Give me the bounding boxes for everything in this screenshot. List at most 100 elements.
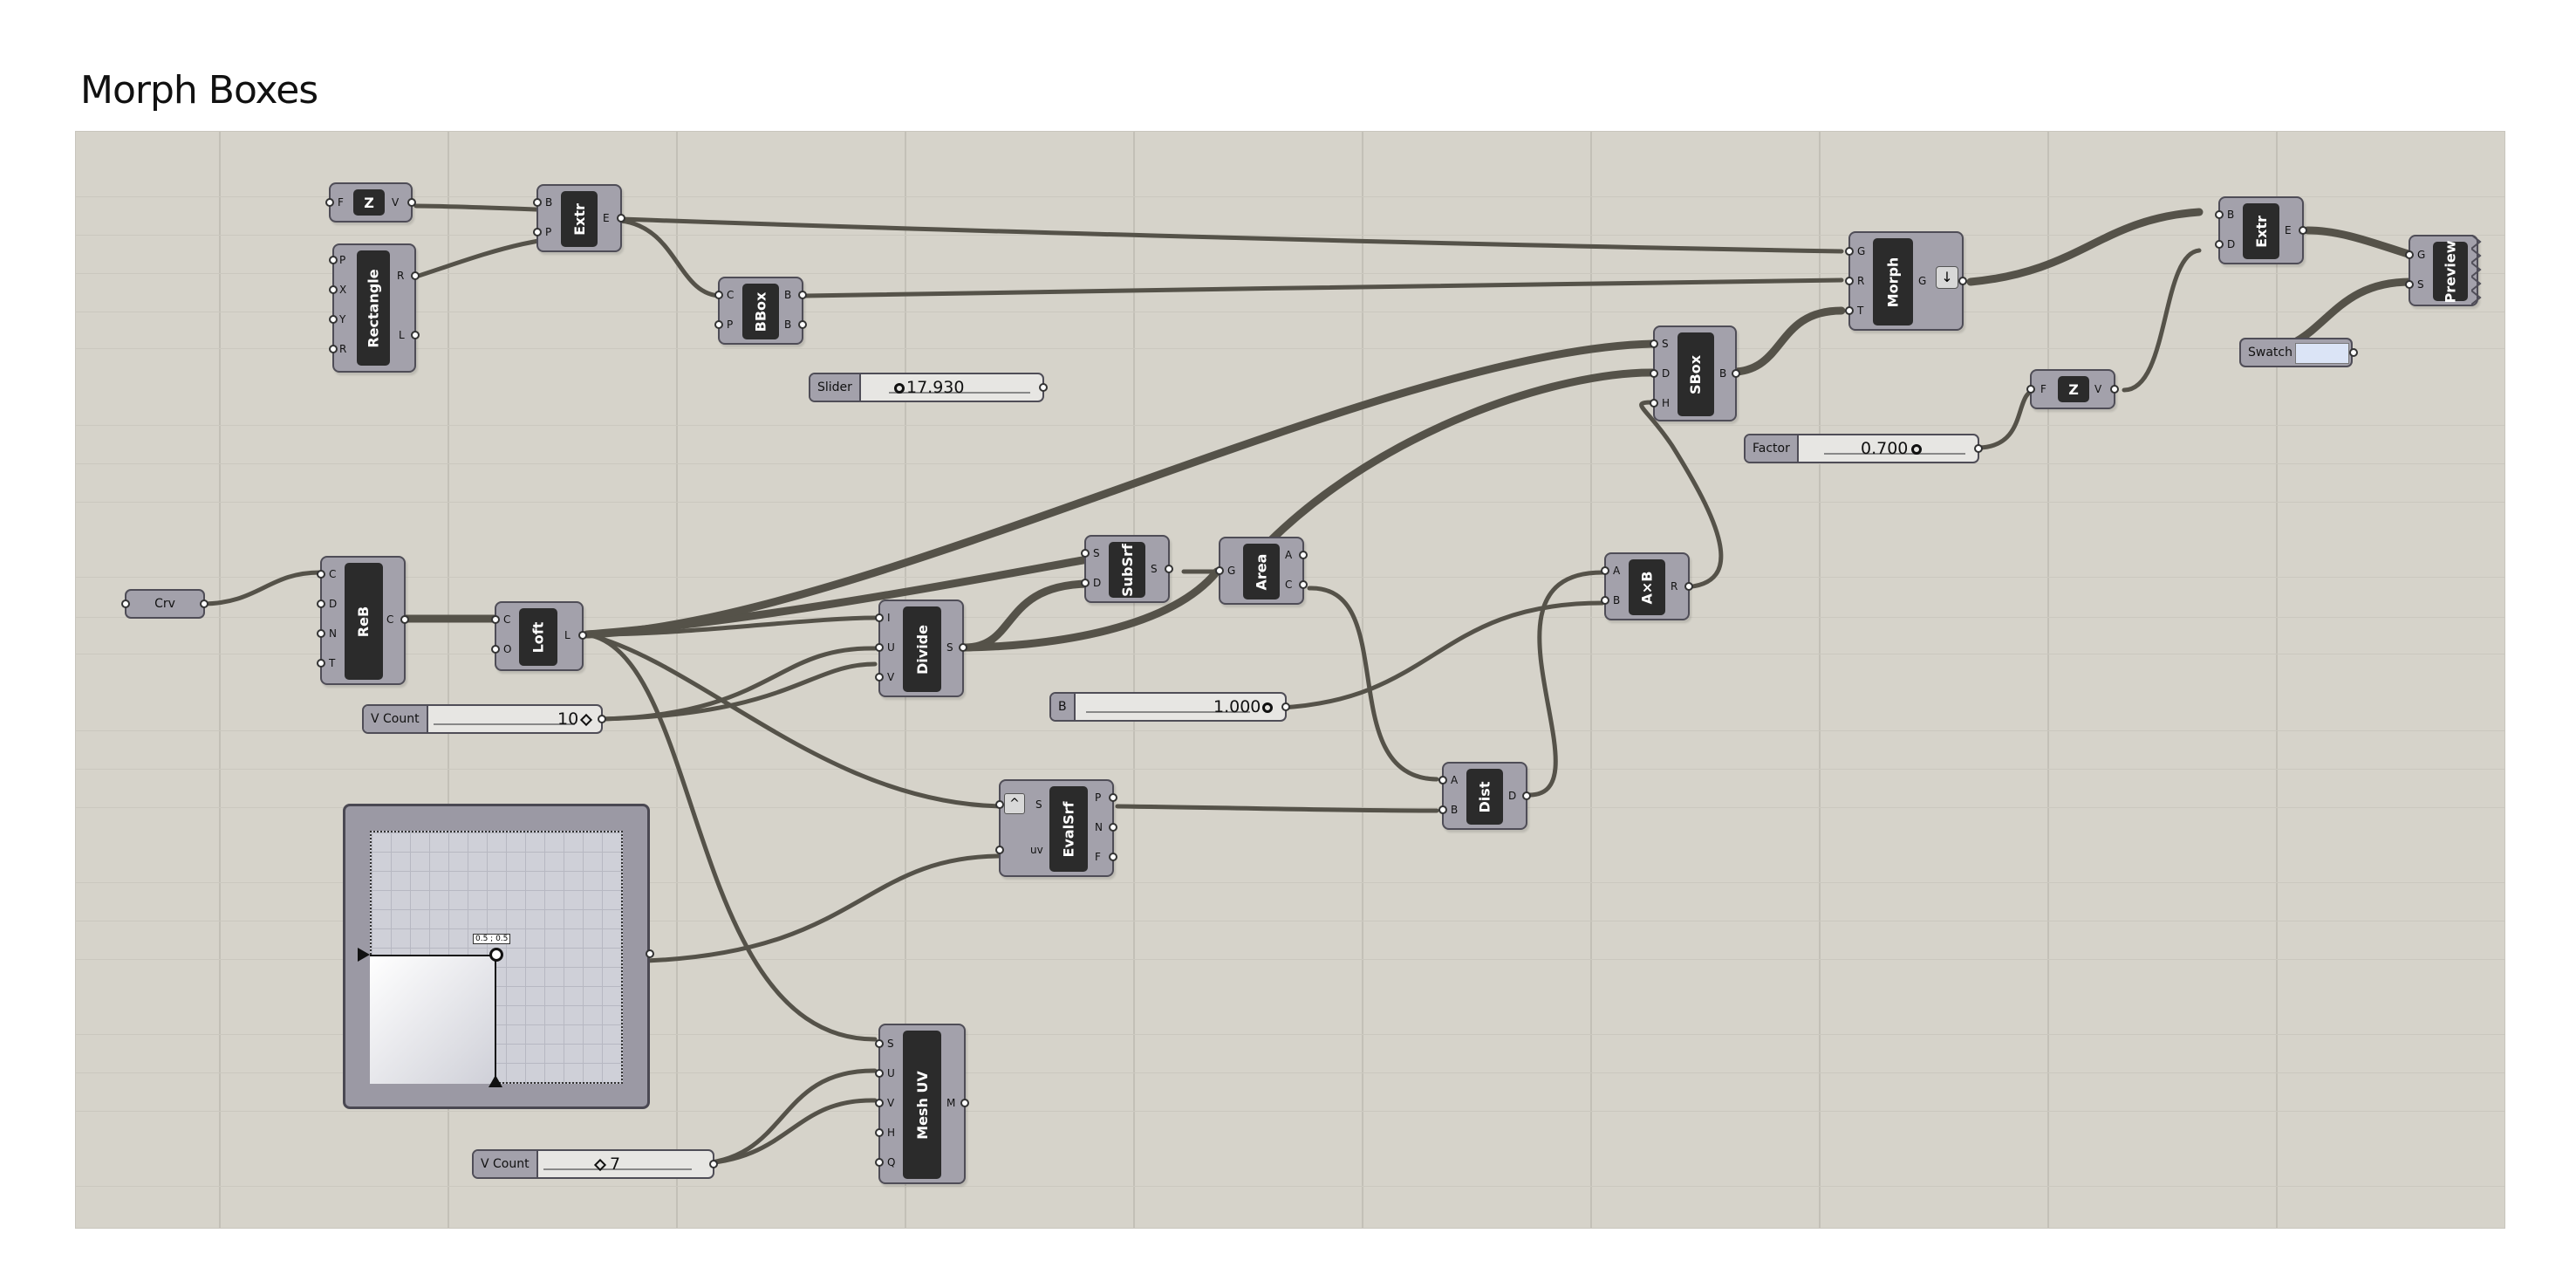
output-port[interactable] — [959, 643, 967, 652]
output-port[interactable] — [1974, 444, 1983, 453]
crv-param[interactable]: Crv — [121, 589, 208, 619]
input-port[interactable] — [317, 659, 325, 668]
output-port[interactable] — [1039, 383, 1048, 392]
component-subsrf[interactable]: SubSrf S D S — [1081, 535, 1173, 603]
input-port[interactable] — [2215, 210, 2224, 219]
component-z[interactable]: Z F V — [325, 182, 416, 223]
component-morph[interactable]: Morph G R T ↓ G — [1845, 231, 1967, 331]
output-port[interactable] — [1522, 791, 1531, 800]
output-port[interactable] — [1684, 582, 1693, 591]
caret-up-icon[interactable]: ^ — [1004, 793, 1025, 814]
slider-grip[interactable] — [1262, 702, 1273, 713]
input-port[interactable] — [1650, 399, 1658, 408]
input-port[interactable] — [329, 345, 338, 353]
output-port[interactable] — [411, 271, 420, 280]
component-mesh-uv[interactable]: Mesh UV S U V H Q M — [875, 1024, 969, 1184]
output-port[interactable] — [598, 715, 606, 723]
input-port[interactable] — [325, 198, 334, 207]
input-port[interactable] — [317, 629, 325, 638]
slider-grip[interactable] — [579, 713, 593, 727]
input-port[interactable] — [317, 599, 325, 608]
output-port[interactable] — [2299, 226, 2307, 235]
output-port[interactable] — [1109, 853, 1117, 861]
input-port[interactable] — [1438, 805, 1447, 814]
input-port[interactable] — [1845, 306, 1854, 315]
number-slider[interactable]: Factor 0.700 — [1744, 434, 1983, 463]
output-port[interactable] — [400, 615, 409, 624]
component-preview[interactable]: Preview G S — [2405, 235, 2482, 306]
output-port[interactable] — [578, 631, 587, 640]
component-extr[interactable]: Extr B D E — [2215, 196, 2307, 264]
md-slider[interactable]: 0.5 ; 0.5 — [343, 804, 654, 1109]
input-port[interactable] — [875, 613, 884, 622]
component-axb[interactable]: A×B A B R — [1601, 552, 1693, 620]
component-extr[interactable]: Extr B P E — [533, 184, 625, 252]
output-port[interactable] — [1109, 823, 1117, 832]
output-port[interactable] — [411, 331, 420, 339]
input-port[interactable] — [1650, 369, 1658, 378]
output-port[interactable] — [1958, 277, 1967, 285]
output-port[interactable] — [407, 198, 416, 207]
input-port[interactable] — [995, 800, 1004, 809]
input-port[interactable] — [2405, 280, 2414, 289]
arrow-down-icon[interactable]: ↓ — [1936, 266, 1958, 289]
input-port[interactable] — [329, 256, 338, 264]
input-port[interactable] — [714, 320, 723, 329]
input-port[interactable] — [1081, 579, 1090, 587]
output-port[interactable] — [1299, 551, 1308, 559]
component-divide[interactable]: Divide I U V S — [875, 599, 967, 697]
input-port[interactable] — [875, 1128, 884, 1137]
input-port[interactable] — [875, 643, 884, 652]
output-port[interactable] — [798, 320, 807, 329]
canvas[interactable]: Z F V Rectangle P X Y R R L Extr B P E B… — [75, 131, 2505, 1229]
output-port[interactable] — [617, 214, 625, 223]
output-port[interactable] — [1299, 580, 1308, 589]
number-slider[interactable]: V Count 10 — [362, 704, 606, 734]
input-port[interactable] — [329, 315, 338, 324]
output-port[interactable] — [960, 1099, 969, 1107]
component-z[interactable]: Z F V — [2026, 369, 2119, 409]
input-port[interactable] — [875, 1158, 884, 1167]
output-port[interactable] — [709, 1160, 718, 1168]
input-port[interactable] — [1438, 776, 1447, 784]
output-port[interactable] — [2110, 385, 2119, 394]
input-port[interactable] — [995, 846, 1004, 854]
input-port[interactable] — [2215, 240, 2224, 249]
input-port[interactable] — [875, 1039, 884, 1048]
input-port[interactable] — [875, 1099, 884, 1107]
number-slider[interactable]: B 1.000 — [1049, 692, 1290, 722]
input-port[interactable] — [491, 645, 500, 654]
input-port[interactable] — [2026, 385, 2035, 394]
component-sbox[interactable]: SBox S D H B — [1650, 325, 1740, 421]
component-rectangle[interactable]: Rectangle P X Y R R L — [329, 243, 420, 373]
slider-grip[interactable] — [894, 383, 905, 394]
input-port[interactable] — [2405, 250, 2414, 259]
input-port[interactable] — [875, 1069, 884, 1078]
component-loft[interactable]: Loft C O L — [491, 601, 587, 671]
input-port[interactable] — [1650, 339, 1658, 348]
input-port[interactable] — [1845, 247, 1854, 256]
component-bbox[interactable]: BBox C P B B — [714, 277, 807, 345]
output-port[interactable] — [2349, 348, 2358, 357]
input-port[interactable] — [329, 285, 338, 294]
output-port[interactable] — [646, 949, 654, 958]
output-port[interactable] — [200, 599, 208, 608]
input-port[interactable] — [121, 599, 130, 608]
input-port[interactable] — [1215, 566, 1224, 575]
output-port[interactable] — [1165, 565, 1173, 573]
input-port[interactable] — [317, 570, 325, 579]
component-dist[interactable]: Dist A B D — [1438, 762, 1531, 830]
input-port[interactable] — [533, 198, 542, 207]
input-port[interactable] — [1601, 596, 1609, 605]
output-port[interactable] — [1109, 793, 1117, 802]
output-port[interactable] — [1281, 702, 1290, 711]
input-port[interactable] — [1081, 549, 1090, 558]
md-slider-grip[interactable] — [489, 948, 503, 962]
component-area[interactable]: Area G A C — [1215, 537, 1308, 605]
swatch-param[interactable]: Swatch — [2239, 338, 2358, 367]
component-evalsrf[interactable]: ^ EvalSrf S uv P N F — [995, 779, 1117, 877]
swatch-color[interactable] — [2295, 343, 2349, 364]
output-port[interactable] — [1732, 369, 1740, 378]
input-port[interactable] — [875, 673, 884, 682]
input-port[interactable] — [491, 615, 500, 624]
